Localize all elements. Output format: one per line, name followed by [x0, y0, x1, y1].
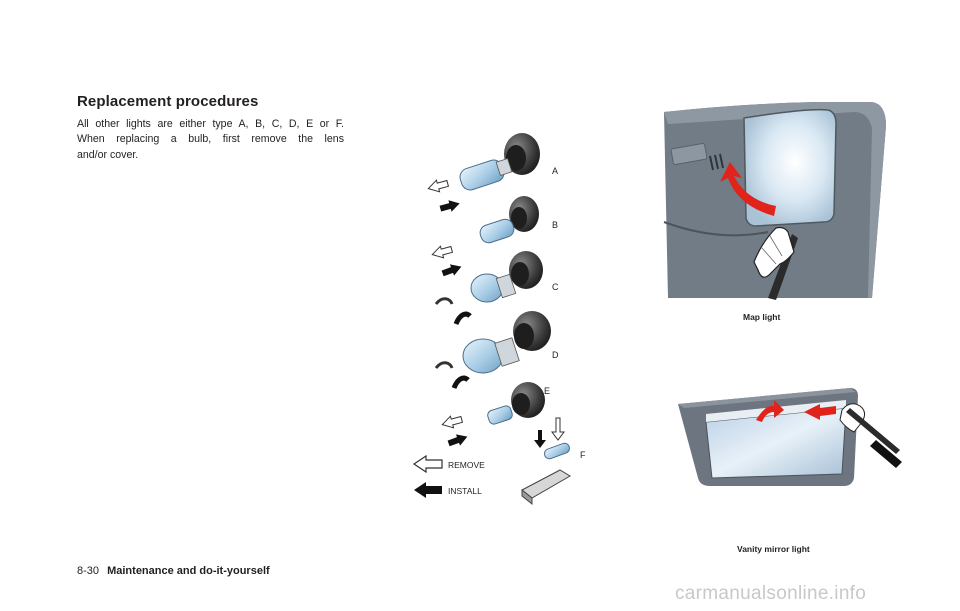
- open-direction-arrow-icon: [720, 162, 776, 216]
- type-label-c: C: [552, 282, 559, 292]
- vanity-mirror-illustration: [678, 388, 902, 486]
- type-label-e: E: [544, 386, 550, 396]
- legend-install-label: INSTALL: [448, 486, 482, 496]
- release-arrow-icon: [756, 400, 784, 422]
- type-label-d: D: [552, 350, 559, 360]
- footer-section-title: Maintenance and do-it-yourself: [107, 565, 270, 577]
- remove-arrow-icon: [412, 454, 443, 474]
- legend-remove-label: REMOVE: [448, 460, 485, 470]
- section-body-text: All other lights are either type A, B, C…: [77, 117, 344, 163]
- map-light-illustration: [663, 102, 886, 300]
- watermark-text: carmanualsonline.info: [675, 583, 867, 604]
- bulb-types-illustration: A B C D E F REMOVE INSTALL: [412, 133, 586, 506]
- type-label-a: A: [552, 166, 558, 176]
- bulb-type-b: [431, 196, 539, 277]
- page-number: 8-30: [77, 565, 100, 577]
- map-light-caption: Map light: [743, 312, 781, 322]
- section-heading: Replacement procedures: [77, 93, 259, 110]
- bulb-type-d: [434, 311, 551, 390]
- bulb-type-a: [427, 133, 540, 212]
- body-line: When replacing a bulb, first remove the …: [77, 133, 344, 146]
- body-line: and/or cover.: [77, 148, 139, 161]
- type-label-f: F: [580, 450, 586, 460]
- bulb-type-e: [441, 382, 545, 447]
- pry-direction-arrow-icon: [804, 404, 836, 420]
- body-line: All other lights are either type A, B, C…: [77, 118, 344, 130]
- bulb-type-f: [521, 417, 571, 506]
- type-label-b: B: [552, 220, 558, 230]
- bulb-type-c: [434, 251, 543, 326]
- page-footer: 8-30 Maintenance and do-it-yourself: [77, 565, 270, 577]
- install-arrow-icon: [414, 482, 442, 498]
- vanity-mirror-caption: Vanity mirror light: [737, 544, 810, 554]
